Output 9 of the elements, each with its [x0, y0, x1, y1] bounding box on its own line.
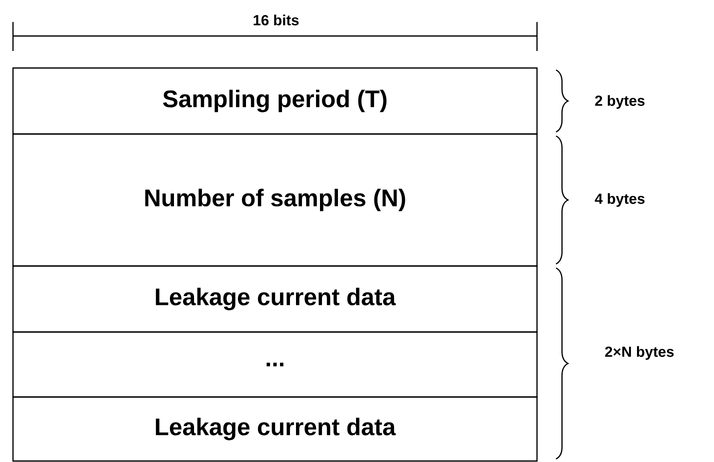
field-box: Number of samples (N): [12, 133, 538, 267]
dimension-label: 4 bytes: [594, 193, 645, 207]
field-box: Leakage current data: [12, 265, 538, 333]
dimension-label: 16 bits: [254, 14, 299, 26]
field-box: ...: [12, 331, 538, 398]
dimension-label: 2×N bytes: [605, 346, 674, 360]
field-box: Sampling period (T): [12, 67, 538, 135]
dimension-label: 2 bytes: [595, 95, 645, 109]
field-box: Leakage current data: [12, 396, 538, 462]
